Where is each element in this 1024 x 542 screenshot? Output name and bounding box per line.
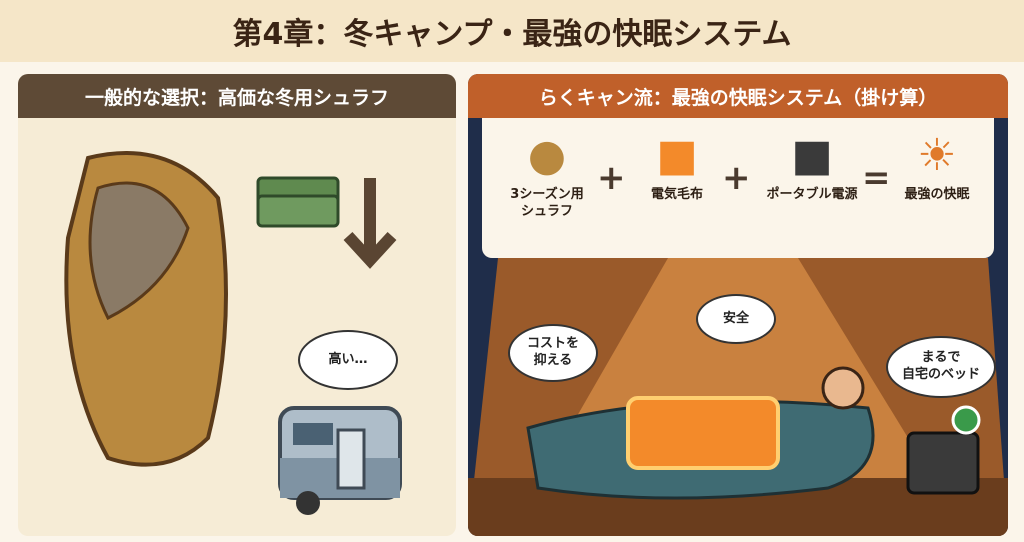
money-icon <box>256 176 340 228</box>
portable-power-station-icon <box>906 431 980 495</box>
right-header: らくキャン流：最強の快眠システム（掛け算） <box>468 74 1008 118</box>
equals-icon: = <box>862 158 891 198</box>
power-station-icon: ■ <box>791 130 833 181</box>
item-electric-blanket: ■電気毛布 <box>622 130 732 204</box>
speech-bubble-safe: 安全 <box>696 294 776 344</box>
down-arrow-icon <box>343 178 397 269</box>
tent-sleeping-scene-illustration <box>468 258 1008 536</box>
page-title: 第4章：冬キャンプ・最強の快眠システム <box>0 0 1024 62</box>
camper-trailer-icon <box>278 406 402 515</box>
speech-bubble-cost: コストを 抑える <box>508 324 598 382</box>
winter-sleeping-bag-illustration <box>64 151 402 515</box>
speech-bubble-bed: まるで 自宅のベッド <box>886 336 996 398</box>
sleeping-person-icon <box>821 366 865 410</box>
check-icon <box>951 405 981 435</box>
item-sleeping-bag: ●3シーズン用 シュラフ <box>492 130 602 221</box>
left-header: 一般的な選択：高価な冬用シュラフ <box>18 74 456 118</box>
right-panel: らくキャン流：最強の快眠システム（掛け算） ●3シーズン用 シュラフ + ■電気… <box>468 74 1008 536</box>
electric-blanket-icon <box>626 396 780 470</box>
electric-blanket-icon: ■ <box>656 130 698 181</box>
item-best-sleep: ☀最強の快眠 <box>882 130 992 204</box>
plus-icon: + <box>597 158 626 198</box>
formula-card: ●3シーズン用 シュラフ + ■電気毛布 + ■ポータブル電源 = ☀最強の快眠 <box>482 118 994 258</box>
left-panel: 一般的な選択：高価な冬用シュラフ 高い… <box>18 74 456 536</box>
sleeping-bag-icon: ● <box>527 130 567 181</box>
bed-sun-icon: ☀ <box>917 130 957 181</box>
speech-bubble-expensive: 高い… <box>298 330 398 390</box>
plus-icon: + <box>722 158 751 198</box>
item-portable-power: ■ポータブル電源 <box>747 130 877 204</box>
